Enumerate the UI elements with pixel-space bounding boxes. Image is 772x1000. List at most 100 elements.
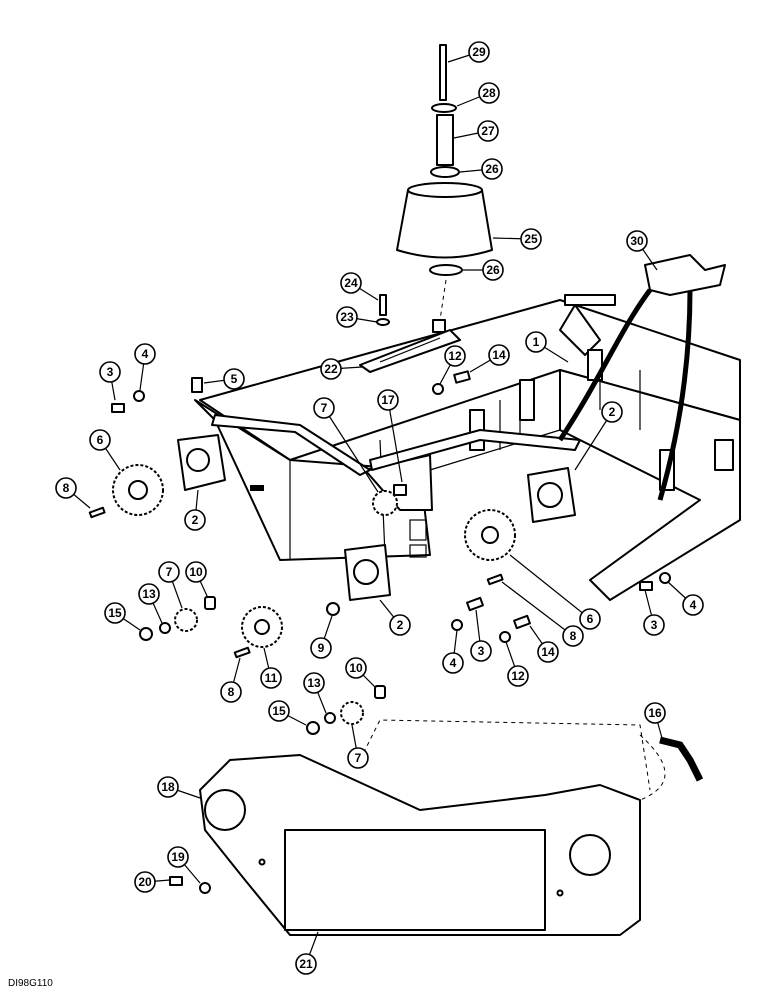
callout-25: 25 bbox=[492, 228, 542, 250]
chain-link bbox=[639, 734, 704, 801]
callout-4-a: 4 bbox=[134, 343, 156, 391]
counterweight bbox=[169, 719, 651, 936]
callout-3-a: 3 bbox=[99, 361, 121, 401]
svg-text:8: 8 bbox=[228, 685, 235, 699]
callout-7-a: 7 bbox=[313, 397, 379, 493]
svg-text:28: 28 bbox=[482, 86, 496, 100]
drawing-id-label: DI98G110 bbox=[8, 978, 53, 989]
callout-11: 11 bbox=[260, 647, 282, 689]
svg-text:13: 13 bbox=[307, 676, 321, 690]
svg-text:8: 8 bbox=[63, 481, 70, 495]
svg-text:26: 26 bbox=[485, 162, 499, 176]
svg-text:2: 2 bbox=[609, 405, 616, 419]
callout-18: 18 bbox=[157, 776, 201, 799]
svg-text:9: 9 bbox=[318, 641, 325, 655]
hardware bbox=[88, 370, 671, 735]
svg-text:15: 15 bbox=[108, 606, 122, 620]
callout-4-b: 4 bbox=[667, 581, 704, 616]
svg-text:7: 7 bbox=[355, 751, 362, 765]
svg-text:6: 6 bbox=[97, 433, 104, 447]
callout-17: 17 bbox=[377, 389, 403, 483]
mounting-bracket bbox=[644, 254, 726, 296]
svg-text:6: 6 bbox=[587, 612, 594, 626]
svg-text:24: 24 bbox=[344, 276, 358, 290]
svg-text:19: 19 bbox=[171, 850, 185, 864]
svg-text:20: 20 bbox=[138, 875, 152, 889]
callout-22: 22 bbox=[320, 358, 363, 380]
callout-3-b: 3 bbox=[643, 589, 665, 636]
flange-bearings bbox=[177, 434, 576, 601]
callout-14-b: 14 bbox=[529, 625, 559, 663]
callout-2-b: 2 bbox=[574, 401, 623, 471]
callout-24: 24 bbox=[340, 272, 379, 301]
callout-8-c: 8 bbox=[501, 581, 584, 647]
svg-text:8: 8 bbox=[570, 629, 577, 643]
svg-text:11: 11 bbox=[265, 671, 278, 685]
svg-text:21: 21 bbox=[299, 957, 313, 971]
callout-28: 28 bbox=[456, 82, 500, 107]
callout-20: 20 bbox=[134, 871, 171, 893]
svg-text:3: 3 bbox=[107, 365, 114, 379]
callout-15-a: 15 bbox=[104, 602, 141, 631]
svg-text:7: 7 bbox=[166, 565, 173, 579]
isolator-stack bbox=[359, 44, 493, 373]
callout-29: 29 bbox=[447, 41, 490, 63]
callout-6-a: 6 bbox=[89, 429, 121, 471]
callout-15-b: 15 bbox=[268, 700, 307, 726]
svg-text:4: 4 bbox=[450, 656, 457, 670]
callout-6-b: 6 bbox=[509, 554, 601, 630]
callouts: 1 2 2 2 3 3 3 bbox=[55, 41, 704, 975]
svg-text:12: 12 bbox=[448, 349, 462, 363]
callout-7-b: 7 bbox=[158, 561, 183, 609]
callout-10-b: 10 bbox=[345, 657, 377, 689]
callout-13-a: 13 bbox=[138, 583, 163, 624]
callout-5: 5 bbox=[203, 368, 245, 390]
svg-text:27: 27 bbox=[481, 124, 495, 138]
svg-text:23: 23 bbox=[340, 310, 354, 324]
callout-12-a: 12 bbox=[439, 345, 466, 385]
sprockets bbox=[112, 464, 516, 725]
exploded-assembly-drawing bbox=[88, 44, 741, 936]
svg-text:14: 14 bbox=[492, 348, 506, 362]
svg-text:16: 16 bbox=[648, 706, 662, 720]
svg-text:25: 25 bbox=[524, 232, 538, 246]
main-frame bbox=[194, 294, 741, 601]
callout-9: 9 bbox=[310, 615, 333, 659]
callout-4-c: 4 bbox=[442, 629, 464, 674]
callout-2-a: 2 bbox=[184, 489, 206, 531]
svg-text:22: 22 bbox=[324, 362, 338, 376]
cables bbox=[557, 288, 693, 501]
callout-1: 1 bbox=[525, 331, 569, 363]
svg-text:2: 2 bbox=[192, 513, 199, 527]
callout-14-a: 14 bbox=[469, 344, 510, 373]
callout-13-b: 13 bbox=[303, 672, 327, 714]
callout-3-c: 3 bbox=[470, 609, 492, 662]
callout-8-b: 8 bbox=[220, 657, 242, 703]
svg-text:30: 30 bbox=[630, 234, 644, 248]
callout-27: 27 bbox=[453, 120, 499, 142]
callout-16: 16 bbox=[644, 702, 666, 739]
callout-21: 21 bbox=[295, 931, 319, 975]
svg-text:10: 10 bbox=[189, 565, 203, 579]
callout-10-a: 10 bbox=[185, 561, 209, 599]
callout-30: 30 bbox=[626, 230, 658, 271]
svg-text:3: 3 bbox=[478, 644, 485, 658]
svg-text:10: 10 bbox=[349, 661, 363, 675]
svg-text:17: 17 bbox=[381, 393, 395, 407]
svg-text:3: 3 bbox=[651, 618, 658, 632]
callout-26-a: 26 bbox=[459, 158, 503, 180]
svg-text:15: 15 bbox=[272, 704, 286, 718]
svg-text:18: 18 bbox=[161, 780, 175, 794]
svg-text:14: 14 bbox=[541, 645, 555, 659]
svg-text:29: 29 bbox=[472, 45, 486, 59]
svg-text:1: 1 bbox=[533, 335, 540, 349]
callout-12-b: 12 bbox=[505, 641, 529, 687]
svg-text:2: 2 bbox=[397, 618, 404, 632]
callout-23: 23 bbox=[336, 306, 378, 328]
callout-2-c: 2 bbox=[379, 599, 411, 636]
callout-7-c: 7 bbox=[347, 724, 369, 769]
svg-text:4: 4 bbox=[142, 347, 149, 361]
svg-text:13: 13 bbox=[142, 587, 156, 601]
svg-text:7: 7 bbox=[321, 401, 328, 415]
